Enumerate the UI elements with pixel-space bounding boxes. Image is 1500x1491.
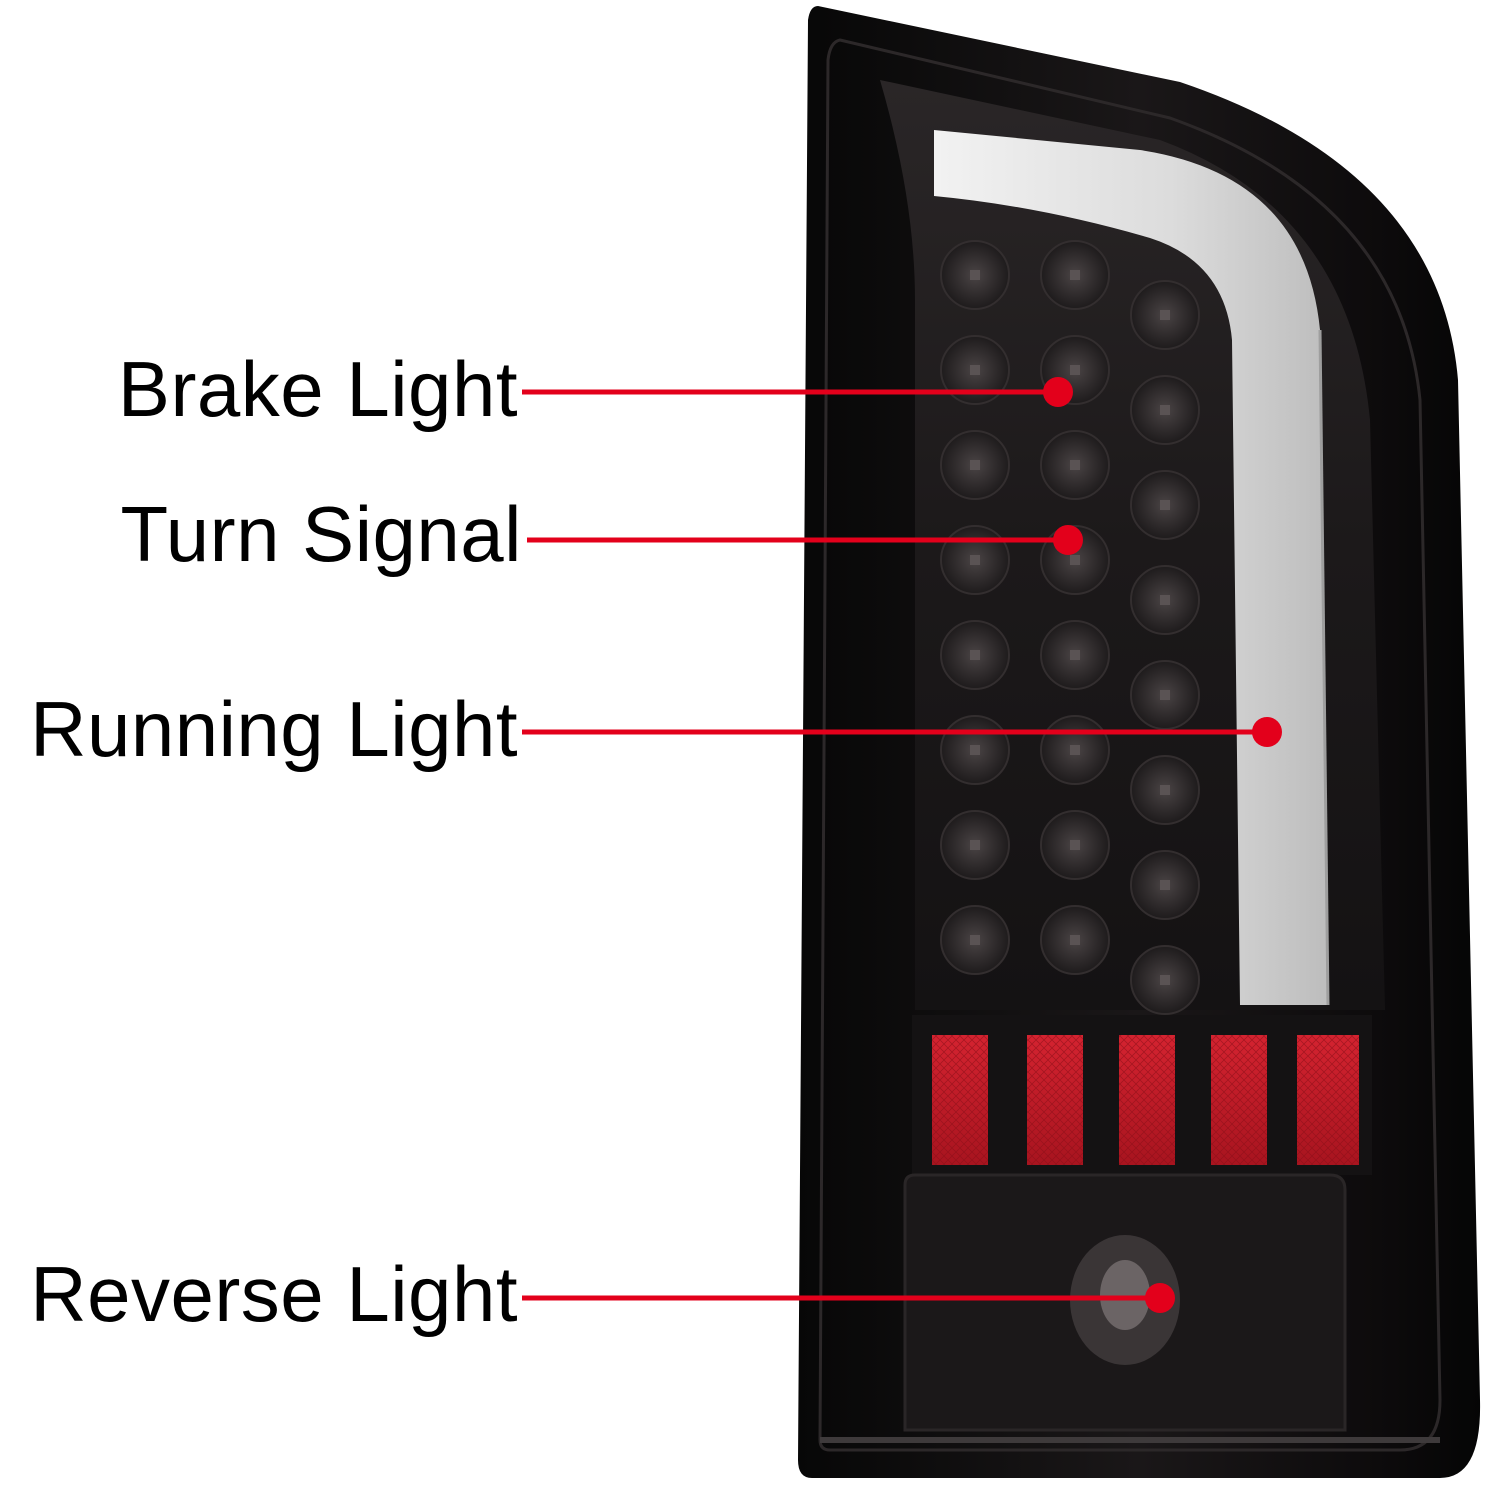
reflector-pattern: [1211, 1035, 1267, 1165]
led-chip: [1070, 745, 1080, 755]
reflector-pattern: [932, 1035, 988, 1165]
led-chip: [970, 460, 980, 470]
callout-label-reverse: Reverse Light: [30, 1250, 518, 1338]
led-chip: [1070, 650, 1080, 660]
reverse-bulb-core: [1100, 1260, 1150, 1330]
led-chip: [1160, 785, 1170, 795]
led-chip: [970, 365, 980, 375]
callout-label-turn: Turn Signal: [120, 490, 522, 578]
led-chip: [1070, 270, 1080, 280]
led-chip: [970, 935, 980, 945]
led-chip: [1160, 690, 1170, 700]
led-chip: [970, 745, 980, 755]
led-chip: [1070, 555, 1080, 565]
running-light-bar-edge: [1318, 329, 1330, 1006]
led-chip: [1160, 595, 1170, 605]
led-chip: [1160, 975, 1170, 985]
led-chip: [970, 270, 980, 280]
led-chip: [970, 555, 980, 565]
dot-icon: [1252, 717, 1282, 747]
led-chip: [1070, 935, 1080, 945]
led-chip: [970, 840, 980, 850]
led-chip: [1160, 500, 1170, 510]
led-chip: [1160, 310, 1170, 320]
led-chip: [1160, 880, 1170, 890]
dot-icon: [1043, 377, 1073, 407]
reflector-pattern: [1027, 1035, 1083, 1165]
led-chip: [1160, 405, 1170, 415]
led-chip: [1070, 365, 1080, 375]
housing-rim: [818, 38, 1442, 1452]
led-cluster-grid: [940, 240, 1200, 1015]
led-chip: [1070, 460, 1080, 470]
callout-lines: [522, 377, 1282, 1313]
reflector-pattern: [1119, 1035, 1175, 1165]
dot-icon: [1145, 1283, 1175, 1313]
reflector-blocks: [932, 1035, 1359, 1165]
callout-label-brake: Brake Light: [117, 345, 518, 433]
led-chip: [1070, 840, 1080, 850]
dot-icon: [1053, 525, 1083, 555]
running-light-bar: [934, 130, 1328, 1005]
reflector-pattern: [1297, 1035, 1359, 1165]
led-chip: [970, 650, 980, 660]
callout-label-running: Running Light: [30, 685, 518, 773]
